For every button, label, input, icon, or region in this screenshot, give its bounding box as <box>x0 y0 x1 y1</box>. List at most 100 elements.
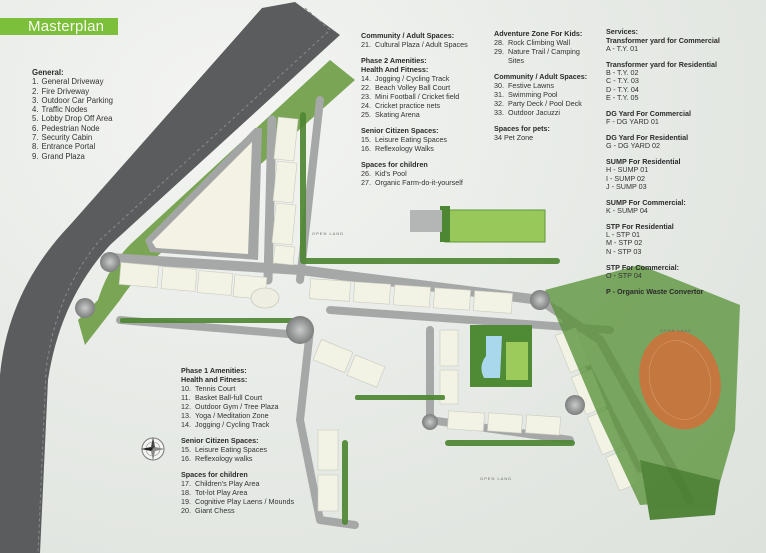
legend-item: C - T.Y. 03 <box>606 76 639 86</box>
legend-item-number: 25. <box>361 110 371 119</box>
legend-item: 16.Reflexology walks <box>181 454 294 463</box>
residential-towers <box>118 116 641 512</box>
legend-item: O - STP 04 <box>606 270 642 280</box>
legend-item: 31.Swimming Pool <box>494 90 587 99</box>
legend-item-label: Jogging / Cycling Track <box>195 420 270 429</box>
legend-item-label: Beach Volley Ball Court <box>375 83 451 92</box>
legend-heading: Health and Fitness: <box>181 375 248 384</box>
legend-item: D - T.Y. 04 <box>606 84 639 94</box>
legend-item: N - STP 03 <box>606 246 642 256</box>
compass-rose-icon <box>141 437 165 461</box>
legend-heading: STP For Residential <box>606 222 674 232</box>
legend-item-number: 29. <box>494 47 504 56</box>
legend-item: 29. Nature Trail / Camping <box>494 47 587 56</box>
legend-item: 14. Jogging / Cycling Track <box>181 420 294 429</box>
open-land-label-south: OPEN LAND <box>480 476 512 481</box>
traffic-nodes <box>75 252 585 430</box>
legend-item-number: 2. <box>32 86 39 96</box>
legend-item-number: 16. <box>181 454 191 463</box>
page-title: Masterplan <box>0 18 118 35</box>
legend-item: A - T.Y. 01 <box>606 44 639 53</box>
legend-item: 18.Tot-lot Play Area <box>181 488 294 497</box>
open-land-label-north: OPEN LAND <box>312 231 344 236</box>
legend-item-number: 5. <box>32 114 39 124</box>
legend-item-number: 14. <box>361 74 371 83</box>
legend-item-label: Grand Plaza <box>41 151 85 161</box>
legend-item-label: Outdoor Jacuzzi <box>508 108 560 117</box>
legend-item-number: 12. <box>181 402 191 411</box>
legend-item-number: 4. <box>32 105 39 115</box>
legend-item-label: Fire Driveway <box>41 86 90 96</box>
legend-item-label: Children's Play Area <box>195 479 260 488</box>
legend-heading: Spaces for children <box>181 470 248 479</box>
legend-item-label: 34 Pet Zone <box>494 133 534 142</box>
commercial-block <box>145 128 262 260</box>
legend-heading: SUMP For Commercial: <box>606 198 686 208</box>
legend-adventure: Adventure Zone For Kids: 28.Rock Climbin… <box>494 29 587 142</box>
legend-item: 25. Skating Arena <box>361 110 468 119</box>
legend-heading: Services: <box>606 27 638 36</box>
legend-item: 1.General Driveway <box>32 77 113 86</box>
legend-item-number: 31. <box>494 90 504 99</box>
legend-item: 32. Party Deck / Pool Deck <box>494 99 587 108</box>
legend-item: 22.Beach Volley Ball Court <box>361 83 468 92</box>
legend-item-number: 23. <box>361 92 371 101</box>
legend-item-number: 15. <box>181 445 191 454</box>
legend-item: 30.Festive Lawns <box>494 81 587 90</box>
legend-item-label: Tennis Court <box>195 384 236 393</box>
legend-item-label: Leisure Eating Spaces <box>195 445 267 454</box>
legend-item: E - T.Y. 05 <box>606 92 639 102</box>
legend-heading: SUMP For Residential <box>606 157 681 167</box>
legend-item-label: Traffic Nodes <box>41 105 88 115</box>
legend-item-label: Organic Farm-do-it-yourself <box>375 178 463 187</box>
legend-heading: Phase 1 Amenities: <box>181 366 247 375</box>
legend-item-number: 15. <box>361 135 371 144</box>
legend-item: 14.Jogging / Cycling Track <box>361 74 468 83</box>
legend-item: 24.Cricket practice nets <box>361 101 468 110</box>
legend-item-number: 28. <box>494 38 504 47</box>
open-land-label-east: OPEN LAND <box>660 328 692 333</box>
legend-item: 15.Leisure Eating Spaces <box>361 135 468 144</box>
legend-item-number: 18. <box>181 488 191 497</box>
legend-item-number: 1. <box>32 77 39 87</box>
legend-item-label: Festive Lawns <box>508 81 554 90</box>
legend-heading: Spaces for children <box>361 160 428 169</box>
legend-item-label: Sites <box>508 56 524 65</box>
legend-item-label: Outdoor Car Parking <box>41 95 114 105</box>
legend-item: B - T.Y. 02 <box>606 68 639 78</box>
legend-item: H - SUMP 01 <box>606 165 649 175</box>
legend-item-label: Party Deck / Pool Deck <box>508 99 582 108</box>
legend-item-number: 17. <box>181 479 191 488</box>
legend-heading: DG Yard For Commercial <box>606 109 691 119</box>
legend-heading: Adventure Zone For Kids: <box>494 29 583 38</box>
legend-item-label: Yoga / Meditation Zone <box>195 411 269 420</box>
legend-item-label: Cultural Plaza / Adult Spaces <box>375 40 468 49</box>
legend-item: 8.Entrance Portal <box>32 142 113 151</box>
legend-heading: Spaces for pets: <box>494 124 550 133</box>
legend-item: 12. Outdoor Gym / Tree Plaza <box>181 402 294 411</box>
legend-item: 27. Organic Farm-do-it-yourself <box>361 178 468 187</box>
legend-item: 28.Rock Climbing Wall <box>494 38 587 47</box>
legend-item-number: 20. <box>181 506 191 515</box>
legend-item: Sites <box>494 56 587 65</box>
legend-heading: DG Yard For Residential <box>606 133 689 143</box>
legend-item-number: 33. <box>494 108 504 117</box>
legend-item: 19.Cognitive Play Laens / Mounds <box>181 497 294 506</box>
legend-item-label: Nature Trail / Camping <box>508 47 580 56</box>
legend-item-number: 27. <box>361 178 371 187</box>
legend-item: 7.Security Cabin <box>32 133 113 142</box>
legend-item-number: 14. <box>181 420 191 429</box>
legend-item-number: 32. <box>494 99 504 108</box>
legend-heading: STP For Commercial: <box>606 262 679 272</box>
legend-item-label: Outdoor Gym / Tree Plaza <box>195 402 279 411</box>
legend-item: 10.Tennis Court <box>181 384 294 393</box>
legend-item-number: 24. <box>361 101 371 110</box>
legend-services: Services: Transformer yard for Commercia… <box>606 27 720 296</box>
legend-item: 3.Outdoor Car Parking <box>32 96 113 105</box>
legend-item: 4.Traffic Nodes <box>32 105 113 114</box>
legend-phase2: Community / Adult Spaces: 21.Cultural Pl… <box>361 31 468 187</box>
legend-heading: Transformer yard for Residential <box>606 60 718 70</box>
legend-item-label: Skating Arena <box>375 110 420 119</box>
legend-heading: Senior Citizen Spaces: <box>181 436 259 445</box>
